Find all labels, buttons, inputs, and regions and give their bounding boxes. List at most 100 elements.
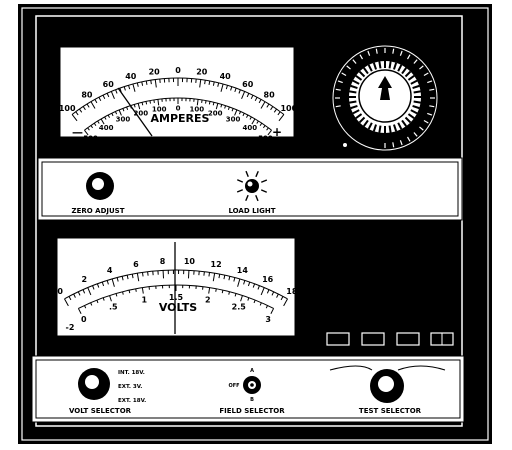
- ammeter-outer-tick: [270, 106, 274, 111]
- voltmeter-unit-label: VOLTS: [159, 301, 197, 314]
- ammeter-inner-label: 500: [258, 135, 273, 143]
- voltmeter-outer-tick: [96, 283, 100, 288]
- ammeter-inner-tick: [141, 102, 144, 106]
- voltmeter-outer-label: 6: [133, 260, 139, 269]
- knob-serration: [378, 61, 382, 69]
- voltmeter-mid-tick: [109, 295, 112, 302]
- voltmeter-mid-tick: [265, 305, 268, 309]
- knob-serration: [412, 105, 420, 110]
- ammeter-outer-tick: [199, 79, 202, 88]
- ammeter-outer-tick: [246, 93, 250, 98]
- ammeter-outer-tick: [234, 87, 237, 93]
- field-selector-switch[interactable]: [243, 376, 261, 394]
- ammeter-outer-label: 60: [242, 80, 254, 89]
- ammeter-inner-tick: [122, 108, 125, 112]
- ammeter-outer-tick: [75, 111, 79, 116]
- ammeter-outer-tick: [238, 89, 241, 94]
- voltmeter-outer-tick: [77, 291, 81, 296]
- knob-serration: [352, 109, 360, 115]
- ammeter-outer-tick: [258, 99, 262, 104]
- load-light-ray: [245, 170, 249, 177]
- zero-adjust-knob[interactable]: [86, 172, 114, 200]
- ammeter-outer-tick: [82, 106, 86, 111]
- voltmeter-mid-tick: [215, 288, 217, 292]
- ammeter-outer-tick: [86, 103, 90, 108]
- ammeter-outer-tick: [79, 108, 83, 113]
- ammeter-inner-tick: [259, 122, 263, 126]
- voltmeter-outer-tick: [252, 283, 256, 288]
- ammeter-inner-label: 100: [189, 106, 204, 114]
- adjust-knob[interactable]: [332, 45, 438, 151]
- voltmeter-mid-label: 1.5: [169, 293, 184, 302]
- ammeter-inner-label: 100: [152, 106, 167, 114]
- ammeter-outer-tick: [106, 93, 110, 98]
- ammeter-inner-tick: [84, 129, 89, 136]
- knob-ring-mark: [399, 140, 403, 146]
- knob-serration: [388, 125, 392, 133]
- ammeter-outer-tick: [145, 80, 148, 85]
- zero-adjust-label: ZERO ADJUST: [72, 207, 125, 215]
- ammeter-needle: [117, 87, 153, 137]
- ammeter-inner-tick: [137, 103, 141, 110]
- load-light: [236, 170, 268, 202]
- knob-serration: [372, 124, 377, 132]
- ammeter-outer-tick: [250, 94, 254, 100]
- knob-serration: [355, 75, 363, 81]
- knob-serration: [350, 105, 358, 110]
- knob-ring-mark: [335, 105, 341, 108]
- ammeter-outer-tick: [212, 81, 215, 86]
- voltmeter-outer-tick: [136, 273, 140, 282]
- volt-selector-knob-highlight: [85, 375, 99, 389]
- field-position-a: A: [250, 368, 254, 374]
- ammeter-inner-tick: [215, 103, 219, 110]
- ammeter-inner-tick: [242, 112, 245, 117]
- voltmeter-outer-tick: [233, 277, 236, 282]
- voltmeter-outer-label: 10: [184, 257, 196, 266]
- ammeter-inner-tick: [114, 111, 118, 115]
- knob-ring-mark: [359, 54, 364, 60]
- voltmeter-outer-tick: [237, 278, 241, 287]
- knob-serration: [413, 100, 421, 104]
- ammeter-inner-tick: [267, 129, 272, 136]
- ammeter-outer-tick-arc: [71, 77, 285, 115]
- voltmeter-mid-tick: [122, 291, 124, 295]
- knob-serration: [397, 64, 403, 72]
- ammeter-inner-tick: [238, 111, 242, 115]
- knob-serration: [410, 109, 418, 115]
- knob-serration: [349, 90, 357, 94]
- test-selector-knob[interactable]: [370, 369, 404, 403]
- ammeter-outer-label: 0: [175, 66, 181, 75]
- ammeter-inner-tick: [224, 105, 227, 109]
- knob-serration: [397, 122, 403, 130]
- ammeter-outer-tick: [241, 91, 246, 100]
- ammeter-outer-tick: [204, 80, 206, 85]
- ammeter-outer-tick: [123, 86, 126, 91]
- knob-ring-mark: [335, 88, 341, 91]
- voltmeter-outer-label: 2: [82, 275, 88, 284]
- knob-serration: [412, 84, 420, 89]
- load-light-ray: [261, 179, 268, 183]
- voltmeter-outer-tick: [141, 272, 144, 277]
- ammeter-inner-tick: [93, 122, 97, 126]
- load-light-ray: [236, 179, 244, 183]
- test-selector-label: TEST SELECTOR: [359, 407, 422, 415]
- voltmeter-outer-tick: [92, 285, 95, 290]
- ammeter-outer-label: 80: [264, 91, 276, 100]
- knob-serration: [404, 70, 412, 78]
- voltmeter-mid-tick: [128, 290, 131, 294]
- voltmeter-mid-label: 1: [141, 295, 147, 304]
- ammeter-inner-tick: [133, 104, 136, 108]
- ammeter-inner-label: 200: [133, 109, 148, 117]
- voltmeter-outer-tick: [260, 287, 265, 296]
- ammeter-minus-sign: —: [72, 126, 83, 139]
- knob-serration: [367, 122, 373, 130]
- ammeter-inner-scale: [84, 97, 272, 136]
- volt-selector-knob[interactable]: [78, 368, 110, 400]
- ammeter-inner-tick: [208, 101, 211, 105]
- knob-serration: [358, 116, 366, 124]
- load-light-ray: [236, 189, 243, 193]
- voltmeter-outer-tick: [131, 274, 134, 279]
- voltmeter-outer-label: 4: [107, 266, 113, 275]
- voltmeter-mid-tick: [84, 305, 87, 309]
- ammeter-outer-tick: [154, 79, 157, 88]
